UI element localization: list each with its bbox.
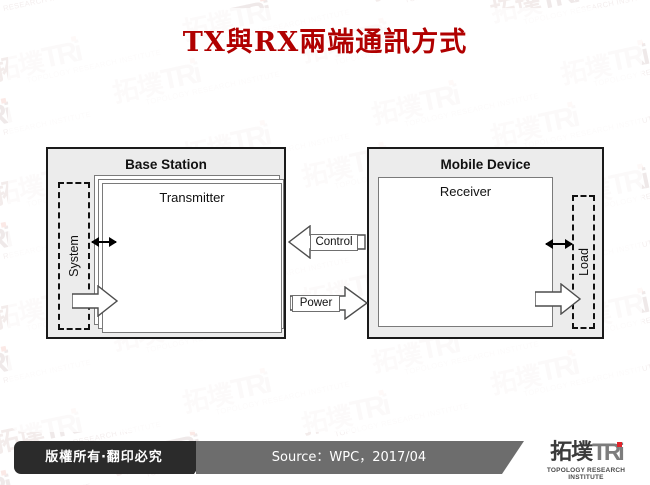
load-label: Load (576, 248, 591, 276)
mobile-device-label: Mobile Device (440, 157, 531, 172)
copyright-bar-bg (14, 441, 194, 474)
source-text: Source：WPC，2017/04 (271, 450, 427, 465)
page-title: TX與RX兩端通訊方式 (182, 27, 468, 58)
receiver-label: Receiver (439, 184, 492, 199)
tri-logo-subtitle: TOPOLOGY RESEARCH INSTITUTE (546, 467, 626, 481)
tri-logo: 拓墣TRi TOPOLOGY RESEARCH INSTITUTE (530, 436, 642, 482)
base-station-label: Base Station (125, 157, 207, 172)
tri-logo-dot (616, 442, 622, 447)
transmitter-layer-front: Transmitter (102, 183, 282, 333)
receiver-load-bidirectional-arrow (545, 239, 573, 249)
source-bar-bg (196, 441, 502, 474)
tri-logo-cn: 拓墣 (550, 440, 593, 465)
footer-bar: 版權所有‧翻印必究 Source：WPC，2017/04 拓墣TRi TOPOL… (0, 432, 650, 485)
system-label: System (67, 235, 81, 277)
power-flow-label: Power (292, 295, 340, 312)
receiver-power-block-arrow (535, 283, 581, 315)
receiver-box: Receiver (378, 177, 553, 327)
system-box: System (58, 182, 90, 330)
transmitter-label: Transmitter (159, 190, 225, 205)
copyright-text: 版權所有‧翻印必究 (45, 450, 163, 465)
control-flow-label: Control (310, 234, 358, 251)
system-transmitter-bidirectional-arrow (91, 237, 117, 247)
tri-logo-wordmark: 拓墣TRi (530, 441, 642, 465)
system-power-block-arrow (72, 285, 118, 317)
load-box: Load (572, 195, 595, 329)
source-bar-slant (502, 441, 524, 474)
